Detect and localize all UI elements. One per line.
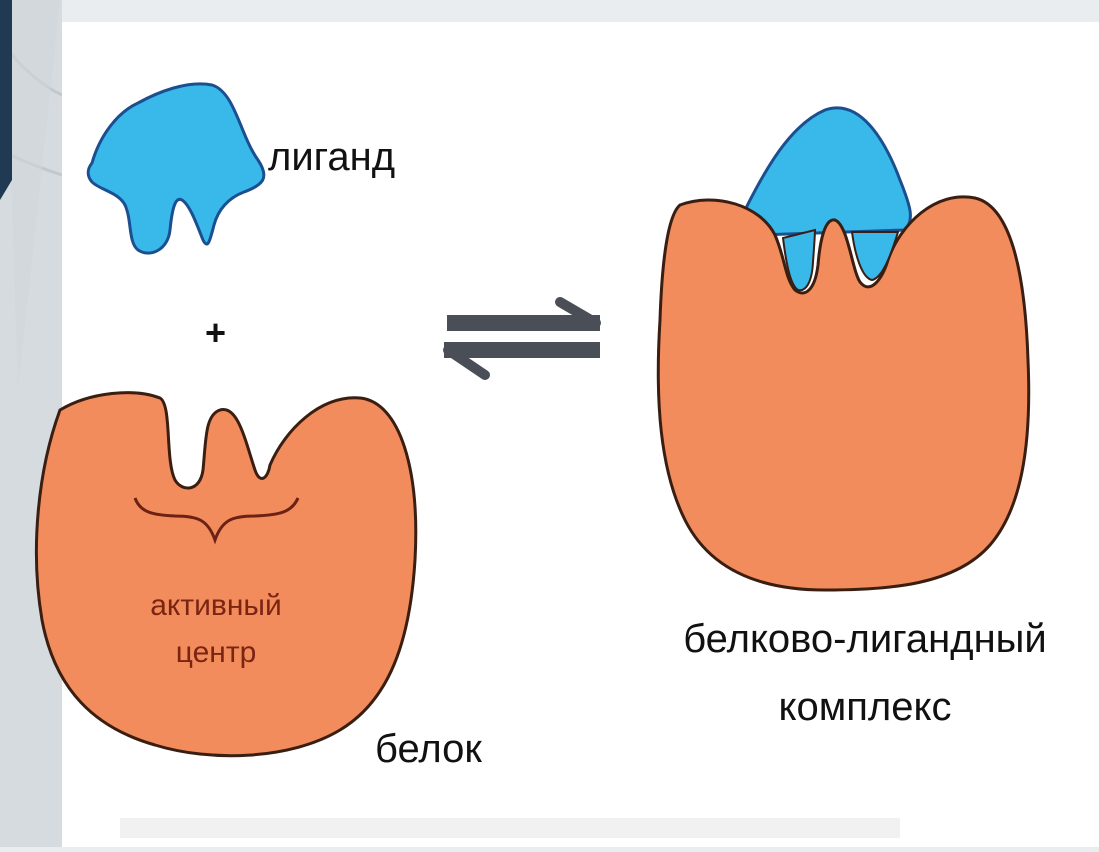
decor-dark-stripe	[0, 0, 12, 200]
decor-bottom-strip	[120, 818, 900, 838]
complex-label-line1: белково-лигандный	[683, 617, 1047, 661]
complex-protein-shape	[658, 197, 1028, 590]
complex-label-line2: комплекс	[779, 685, 952, 729]
plus-sign: +	[205, 312, 226, 353]
protein-shape	[36, 393, 415, 756]
active-center-label-line2: центр	[176, 636, 257, 669]
active-center-label-line1: активный	[150, 589, 281, 622]
protein-label: белок	[375, 727, 482, 771]
ligand-label: лиганд	[268, 135, 395, 179]
